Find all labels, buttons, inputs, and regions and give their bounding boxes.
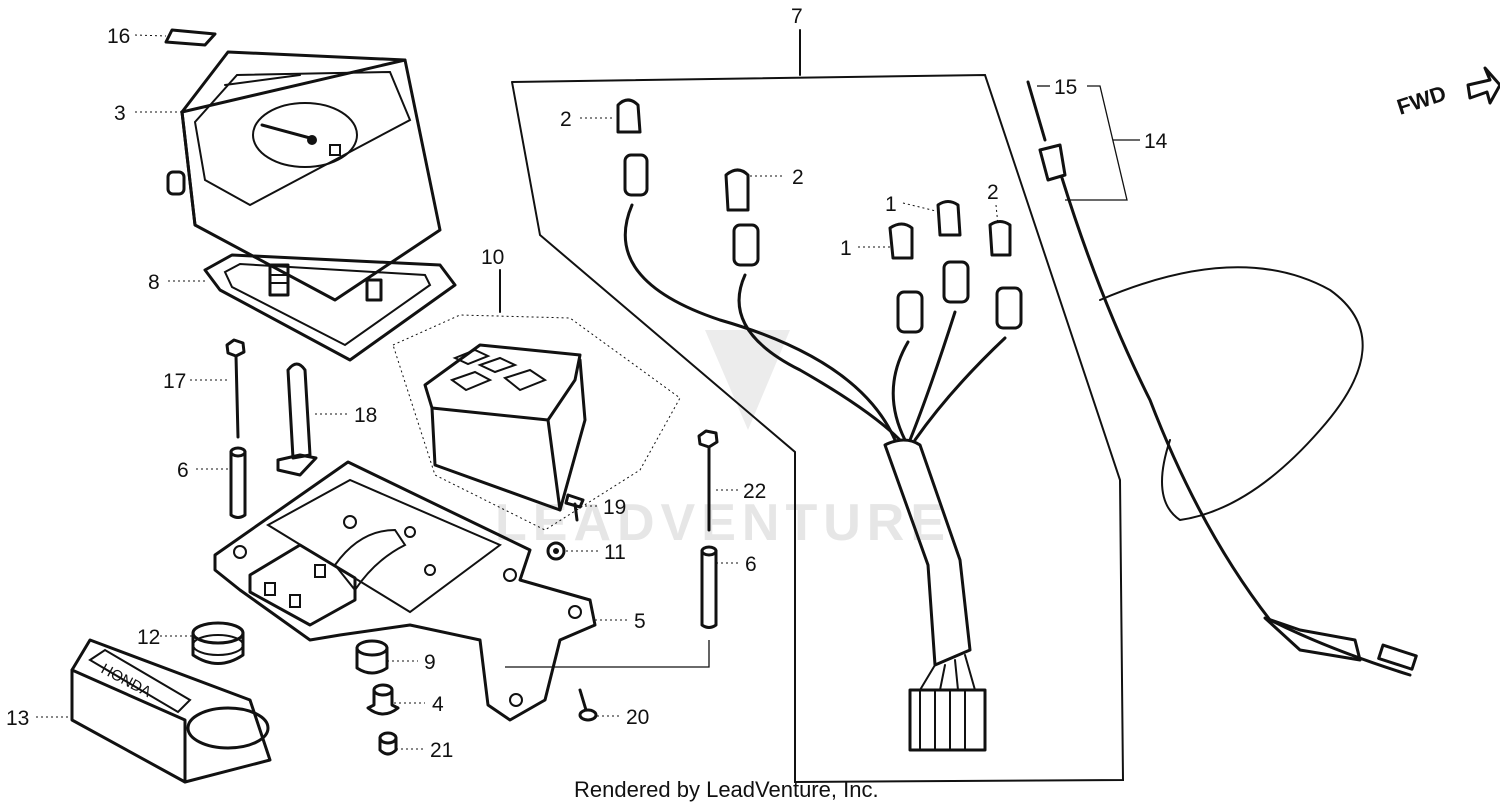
indicator-box — [423, 343, 587, 512]
nut-21 — [378, 731, 398, 756]
leader-lines — [36, 34, 1140, 750]
callout-19: 19 — [603, 496, 626, 519]
callout-2-b: 2 — [792, 166, 804, 189]
collar-4 — [366, 683, 400, 716]
callout-2-c: 2 — [987, 181, 999, 204]
bolt-17 — [225, 338, 246, 439]
callout-6-right: 6 — [745, 553, 757, 576]
callout-11: 11 — [604, 541, 626, 564]
callout-3: 3 — [114, 102, 126, 125]
handlebar-cover: HONDA — [70, 638, 272, 784]
indicator-group-outline — [392, 314, 681, 531]
callout-9: 9 — [424, 651, 436, 674]
nut-11 — [546, 541, 566, 561]
callout-7: 7 — [791, 5, 803, 28]
callout-1-a: 1 — [885, 193, 897, 216]
callout-22: 22 — [743, 480, 766, 503]
callout-1-b: 1 — [840, 237, 852, 260]
callout-6-left: 6 — [177, 459, 189, 482]
speedometer-cable — [1026, 80, 1418, 677]
callout-15: 15 — [1054, 76, 1077, 99]
collar-6-right — [505, 545, 718, 668]
callout-17: 17 — [163, 370, 186, 393]
callout-12: 12 — [137, 626, 160, 649]
callout-13: 13 — [6, 707, 29, 730]
callout-5: 5 — [634, 610, 646, 633]
screw-20 — [578, 688, 598, 722]
collar-6-left — [229, 446, 247, 519]
fwd-label: FWD — [1394, 80, 1449, 119]
footer-credit: Rendered by LeadVenture, Inc. — [574, 777, 879, 802]
callout-8: 8 — [148, 271, 160, 294]
grommet-9 — [355, 639, 389, 675]
callout-21: 21 — [430, 739, 453, 762]
callout-4: 4 — [432, 693, 444, 716]
watermark: LEADVENTURE — [495, 330, 945, 552]
wire-harness — [616, 98, 1023, 752]
part-label-sticker — [164, 28, 217, 47]
speedometer — [166, 50, 442, 302]
callout-20: 20 — [626, 706, 649, 729]
callout-10: 10 — [481, 246, 504, 269]
callout-2-a: 2 — [560, 108, 572, 131]
harness-group-outline — [511, 29, 1125, 784]
gasket — [203, 253, 457, 362]
screw-19 — [564, 493, 585, 522]
callout-16: 16 — [107, 25, 130, 48]
forward-arrow: FWD — [1394, 66, 1500, 120]
callout-14: 14 — [1144, 130, 1168, 153]
bracket-strap — [276, 362, 318, 477]
mounting-plate — [213, 460, 597, 722]
callout-18: 18 — [354, 404, 377, 427]
bolt-22 — [697, 429, 719, 532]
grommet-ring — [191, 621, 245, 665]
callout-labels: 16 3 8 10 17 18 6 19 22 11 6 5 12 9 13 4… — [6, 5, 1168, 762]
